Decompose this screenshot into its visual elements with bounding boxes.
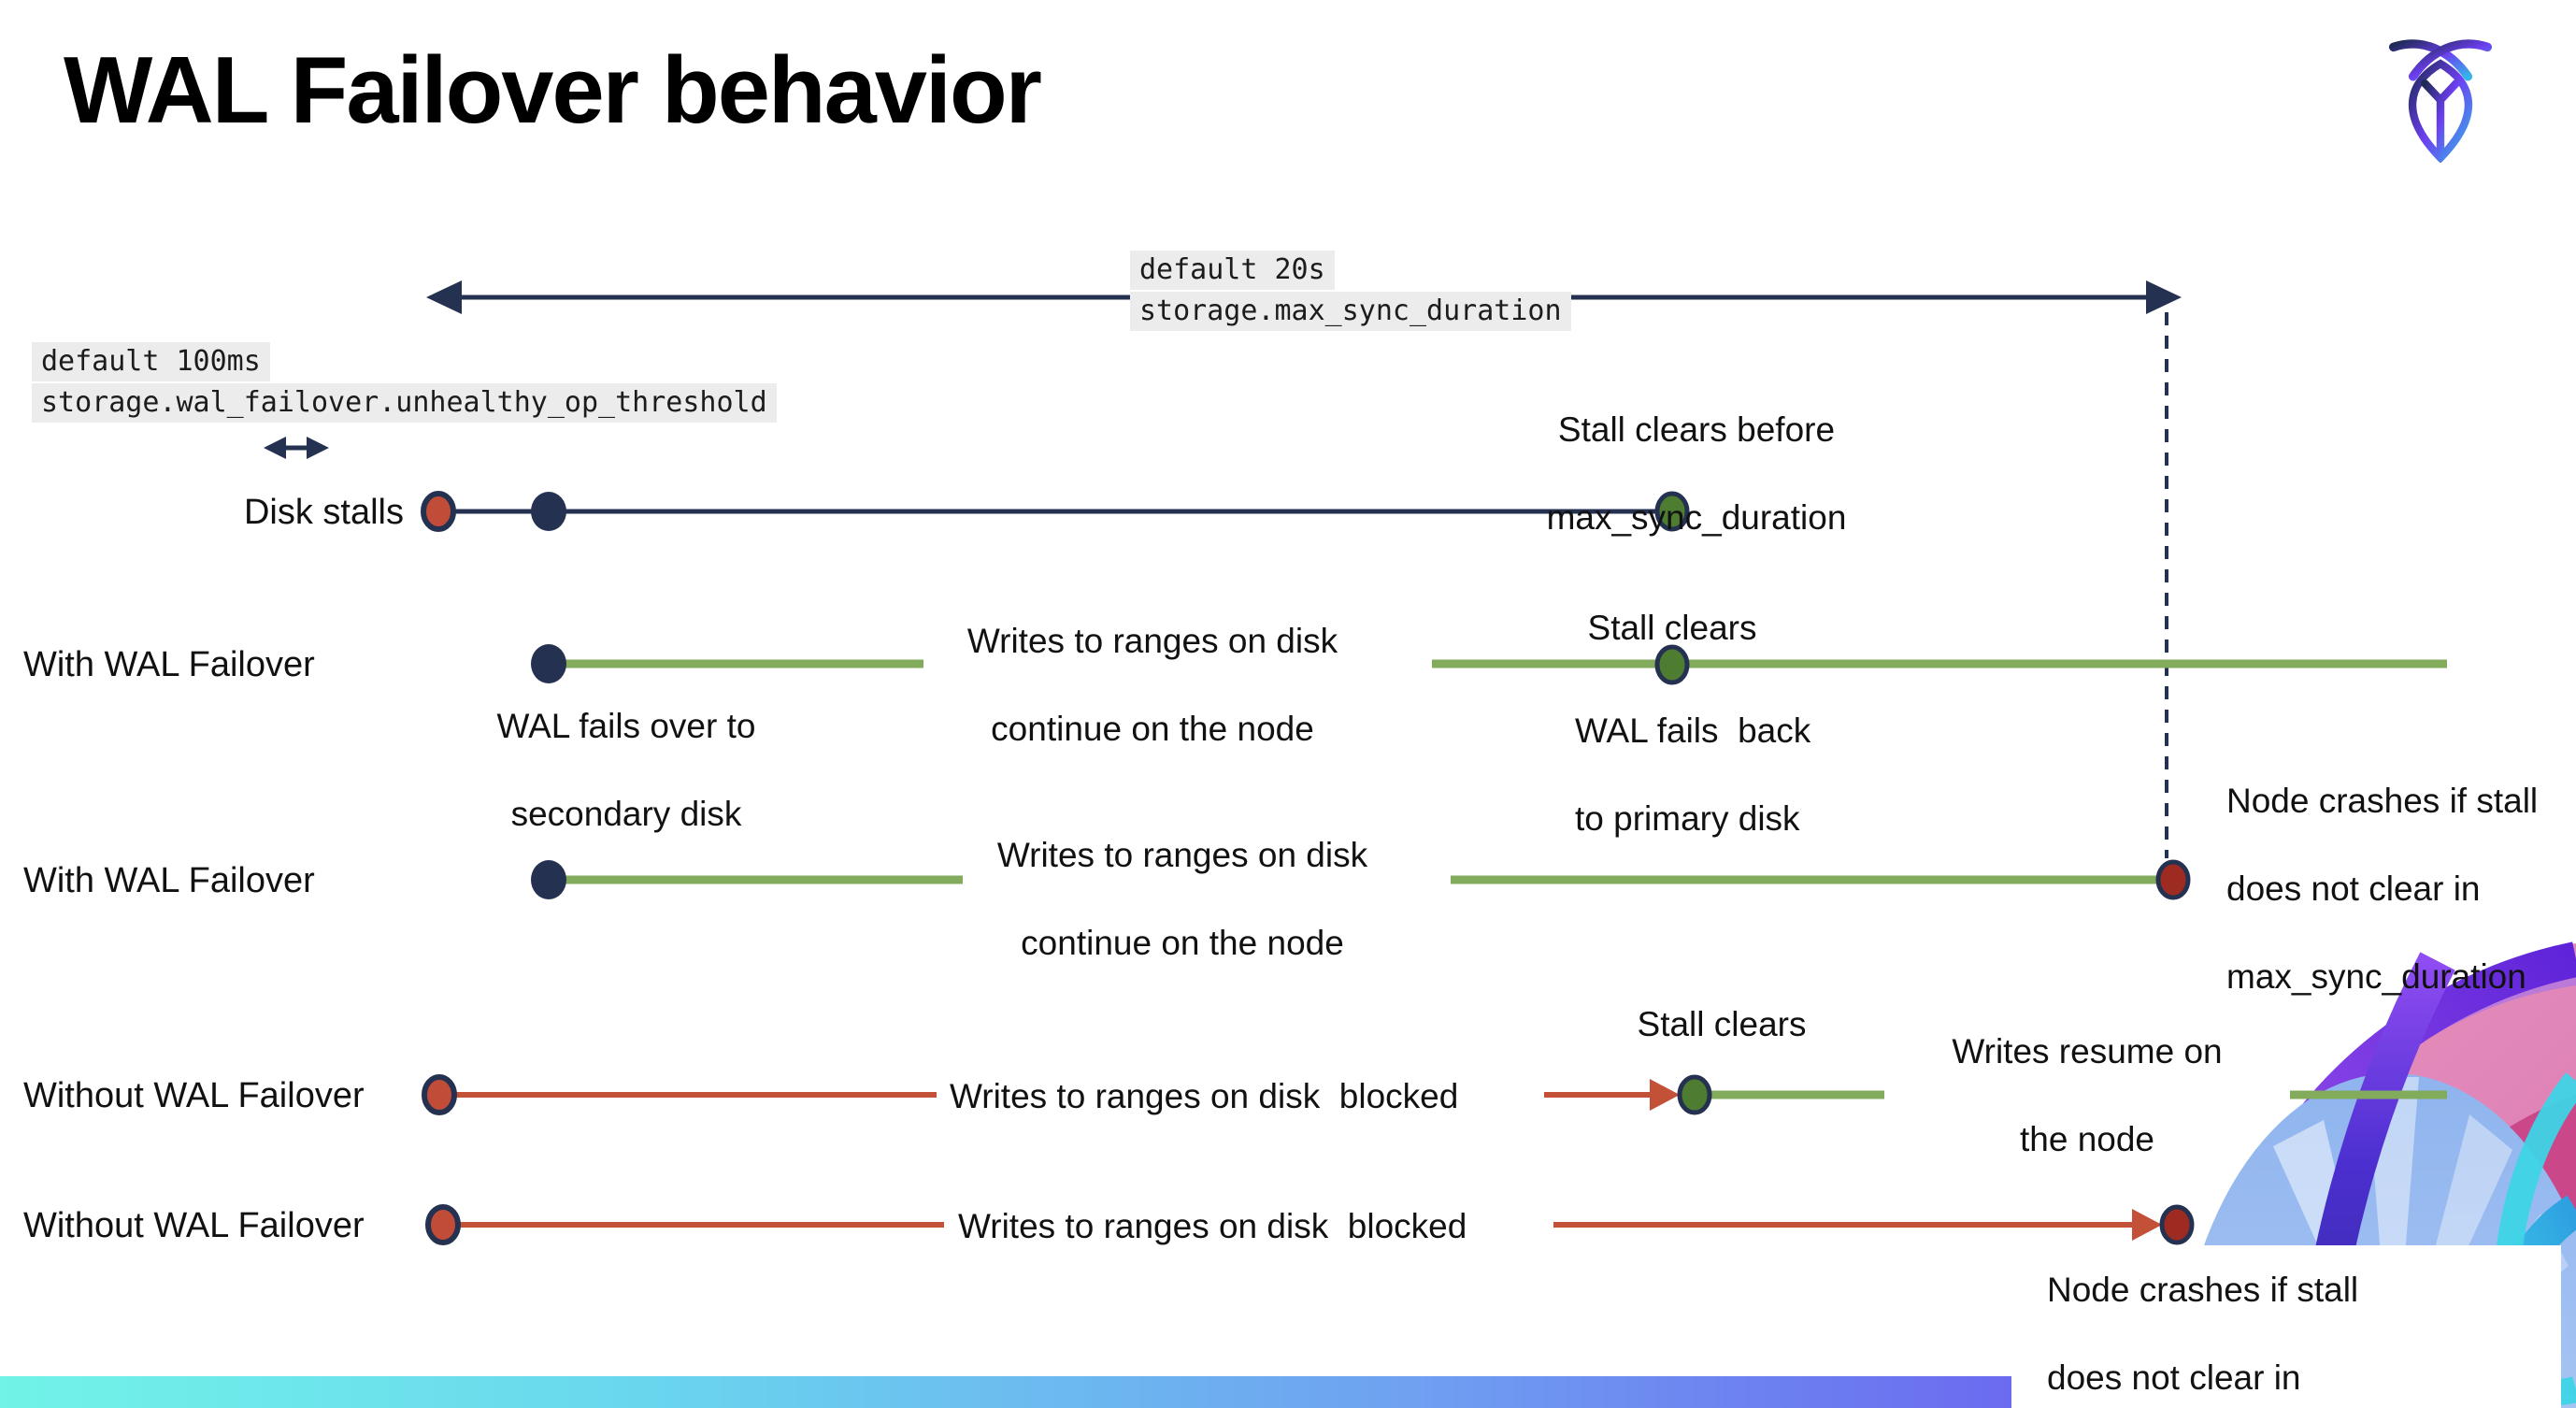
row1-threshold-dot bbox=[531, 492, 566, 531]
unhealthy-threshold-arrow bbox=[264, 437, 329, 459]
row2-label: With WAL Failover bbox=[23, 645, 315, 684]
ann-scb-line2: max_sync_duration bbox=[1546, 498, 1847, 537]
config-max-sync-default: default 20s bbox=[1130, 251, 1335, 290]
row5-red-arrow bbox=[1553, 1209, 2162, 1241]
node-crash-callout-box: Node crashes if stall does not clear in … bbox=[2011, 1245, 2561, 1408]
ann-nc3-line1: Node crashes if stall bbox=[2226, 782, 2539, 820]
logo-strokes bbox=[2389, 39, 2492, 163]
ann-wr-line2: the node bbox=[2019, 1120, 2155, 1158]
ann-wfo-line1: WAL fails over to bbox=[496, 707, 756, 745]
ann-row2-writes-continue: Writes to ranges on disk continue on the… bbox=[967, 619, 1338, 751]
row3-label: With WAL Failover bbox=[23, 861, 315, 900]
row2-stall-clears-dot bbox=[1654, 644, 1690, 685]
row5-label: Without WAL Failover bbox=[23, 1206, 365, 1245]
page-title: WAL Failover behavior bbox=[64, 38, 1042, 143]
ann-wfb-line2: to primary disk bbox=[1575, 799, 1800, 838]
config-unhealthy-setting: storage.wal_failover.unhealthy_op_thresh… bbox=[32, 383, 777, 423]
row1-disk-stall-dot bbox=[421, 491, 456, 532]
ann-row2-stall-clears: Stall clears bbox=[1587, 609, 1757, 647]
ann-wc2-line2: continue on the node bbox=[991, 710, 1314, 748]
ann-row3-writes-continue: Writes to ranges on disk continue on the… bbox=[997, 833, 1367, 965]
callout-line-1: Node crashes if stall bbox=[2047, 1271, 2359, 1309]
ann-row4-stall-clears: Stall clears bbox=[1637, 1005, 1807, 1043]
ann-wr-line1: Writes resume on bbox=[1952, 1032, 2223, 1070]
ann-wal-fails-back: WAL fails back to primary disk bbox=[1575, 709, 1810, 840]
ann-row4-writes-blocked: Writes to ranges on disk blocked bbox=[950, 1077, 1459, 1115]
ann-nc3-line3: max_sync_duration bbox=[2226, 957, 2526, 996]
row4-stall-clears-dot bbox=[1677, 1074, 1712, 1115]
callout-line-2: does not clear in bbox=[2047, 1358, 2301, 1397]
row5-disk-stall-dot bbox=[425, 1204, 461, 1245]
ann-row3-node-crashes: Node crashes if stall does not clear in … bbox=[2226, 779, 2538, 999]
ann-wc2-line1: Writes to ranges on disk bbox=[966, 622, 1338, 660]
ann-wfo-line2: secondary disk bbox=[510, 795, 742, 833]
ann-stall-clears-before: Stall clears before max_sync_duration bbox=[1547, 408, 1847, 539]
config-unhealthy-default: default 100ms bbox=[32, 342, 270, 381]
ann-writes-resume: Writes resume on the node bbox=[1952, 1029, 2222, 1161]
node-crash-callout-text: Node crashes if stall does not clear in … bbox=[2011, 1245, 2561, 1408]
ann-nc3-line2: does not clear in bbox=[2226, 869, 2481, 908]
row4-disk-stall-dot bbox=[422, 1074, 457, 1115]
ann-wc3-line2: continue on the node bbox=[1021, 924, 1344, 962]
config-max-sync-setting: storage.max_sync_duration bbox=[1130, 292, 1571, 331]
row1-label: Disk stalls bbox=[243, 493, 404, 532]
row3-crash-dot bbox=[2155, 859, 2191, 900]
ann-wfb-line1: WAL fails back bbox=[1575, 711, 1811, 750]
ann-wal-fails-over: WAL fails over to secondary disk bbox=[497, 704, 756, 836]
ann-scb-line1: Stall clears before bbox=[1557, 410, 1836, 449]
row4-label: Without WAL Failover bbox=[23, 1076, 365, 1115]
row2-failover-dot bbox=[531, 644, 566, 683]
row3-failover-dot bbox=[531, 860, 566, 899]
ann-wc3-line1: Writes to ranges on disk bbox=[996, 836, 1368, 874]
ann-row5-writes-blocked: Writes to ranges on disk blocked bbox=[958, 1207, 1467, 1245]
row5-crash-dot bbox=[2159, 1204, 2195, 1245]
cockroachdb-logo bbox=[2389, 39, 2492, 163]
row4-red-arrow bbox=[1544, 1079, 1680, 1111]
